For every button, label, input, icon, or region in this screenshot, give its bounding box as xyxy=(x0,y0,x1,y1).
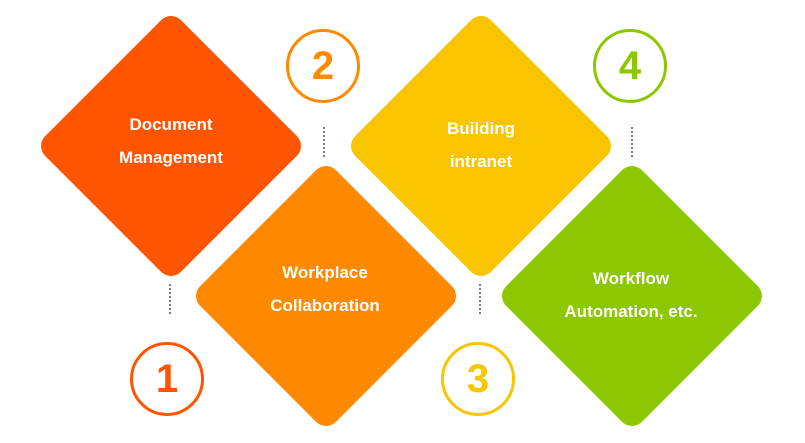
step-2-title-line1: Workplace xyxy=(282,263,368,282)
step-1-title-line2: Management xyxy=(119,148,223,167)
step-4-title-line2: Automation, etc. xyxy=(564,302,698,321)
step-2-label: Workplace Collaboration xyxy=(230,256,420,322)
step-3-title-line1: Building xyxy=(447,119,515,138)
step-4-title-line1: Workflow xyxy=(592,269,670,288)
step-1-number: 1 xyxy=(155,356,179,401)
step-3-number-badge: 3 xyxy=(441,342,515,416)
step-1-number-badge: 1 xyxy=(130,342,204,416)
step-3-number: 3 xyxy=(466,356,490,401)
step-1-label: Document Management xyxy=(76,108,266,174)
step-1-title-line1: Document xyxy=(129,115,213,134)
step-3-label: Building intranet xyxy=(386,112,576,178)
step-2-connector xyxy=(323,127,325,157)
step-2-title-line2: Collaboration xyxy=(270,296,380,315)
step-4-number: 4 xyxy=(618,43,642,88)
step-4-connector xyxy=(631,127,633,157)
step-4-number-badge: 4 xyxy=(593,29,667,103)
step-4-label: Workflow Automation, etc. xyxy=(536,262,726,328)
step-3-title-line2: intranet xyxy=(449,152,513,171)
step-2-number-badge: 2 xyxy=(286,29,360,103)
step-1-connector xyxy=(169,284,171,314)
step-2-number: 2 xyxy=(311,43,335,88)
step-3-connector xyxy=(479,284,481,314)
